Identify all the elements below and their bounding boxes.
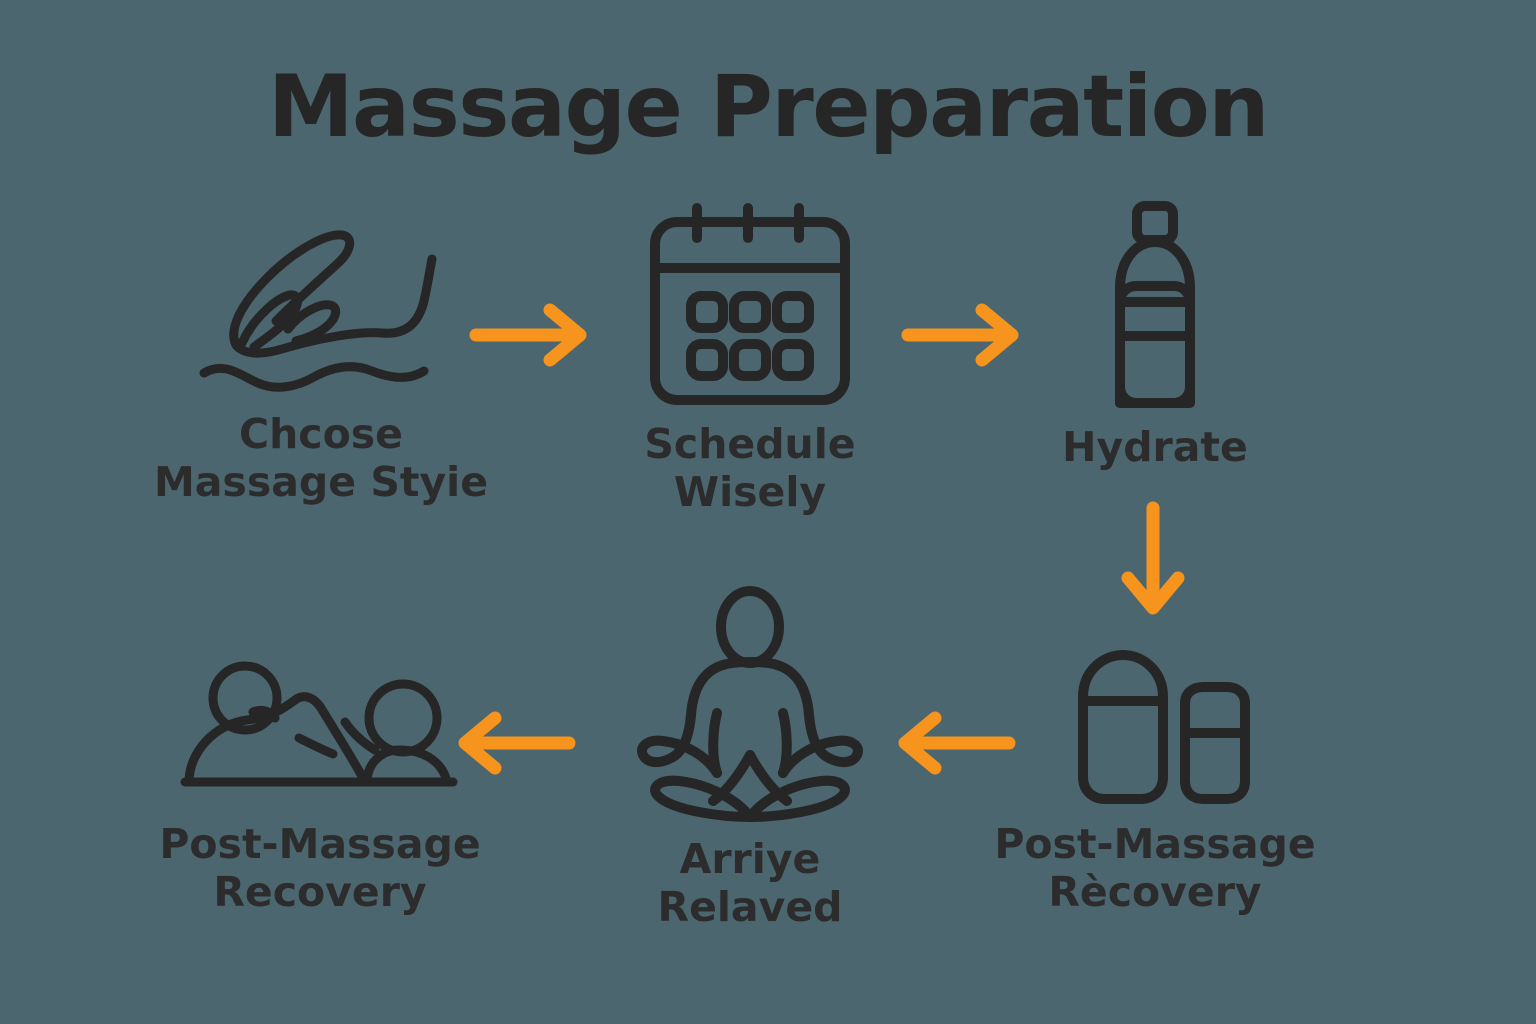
step-hydrate: Hydrate [980,198,1330,471]
massage-hand-icon [196,225,446,400]
step-post-massage-recovery-right: Post-Massage Rècovery [980,645,1330,917]
meditating-person-icon [635,585,865,825]
calendar-icon [645,200,855,410]
step-label: Schedule Wisely [644,420,856,517]
step-post-massage-recovery-left: Post-Massage Recovery [110,660,530,917]
step-arrive-relaxed: Arriye Relaved [560,585,940,932]
arrow-left-icon-arrive-to-post-recovery [452,708,577,778]
step-label: Chcose Massage Styie [153,410,489,507]
person-lying-massage-table-icon [175,660,465,810]
step-label: Post-Massage Rècovery [994,820,1316,917]
arrow-down-icon-hydrate-to-recovery [1108,500,1198,620]
step-choose-massage-style: Chcose Massage Styie [118,225,524,507]
step-schedule-wisely: Schedule Wisely [560,200,940,517]
step-label: Post-Massage Recovery [159,820,481,917]
arrow-right-icon-schedule-to-hydrate [900,300,1025,370]
drinking-cups-icon [1055,645,1255,810]
step-label: Hydrate [1062,423,1248,471]
step-label: Arriye Relaved [657,835,843,932]
arrow-left-icon-recovery-to-arrive [892,708,1017,778]
water-bottle-icon [1090,198,1220,413]
arrow-right-icon-choose-to-schedule [468,300,593,370]
page-title: Massage Preparation [267,57,1270,157]
